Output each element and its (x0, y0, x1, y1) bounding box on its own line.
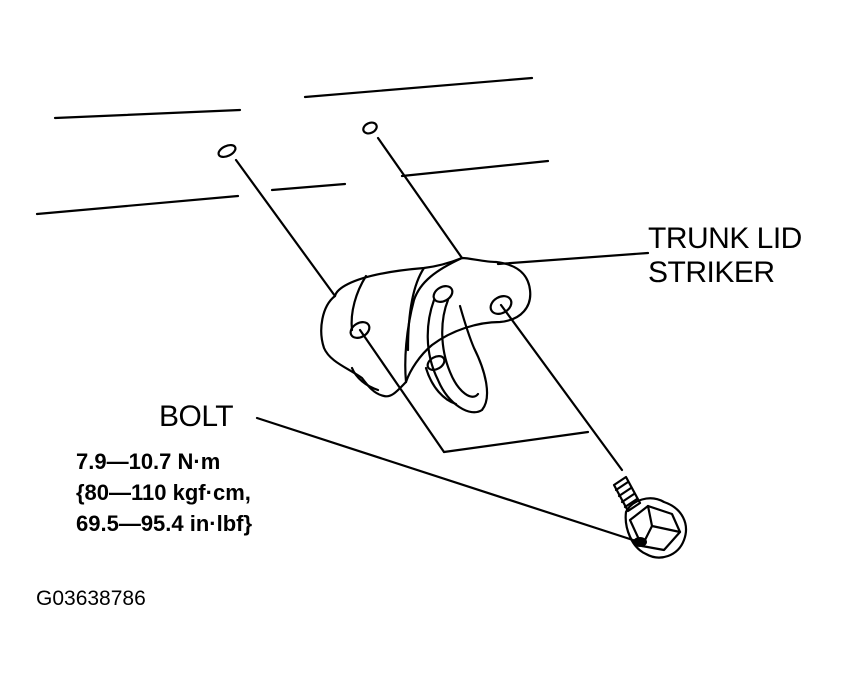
panel-mounting-holes (217, 121, 378, 159)
striker-bracket (320, 256, 532, 398)
torque-spec-kgf: {80—110 kgf·cm, (76, 480, 251, 505)
bolt-leader-line (255, 416, 638, 543)
striker-label-line2: STRIKER (648, 256, 775, 289)
torque-spec-inlbf: 69.5—95.4 in·lbf} (76, 511, 253, 536)
bolt (612, 475, 688, 559)
trunk-lid-panel-lines (35, 76, 550, 216)
bolt-label: BOLT (159, 400, 234, 433)
alignment-lines (234, 136, 464, 298)
torque-spec-nm: 7.9—10.7 N·m (76, 449, 221, 474)
reference-lines (358, 251, 650, 472)
figure-id: G03638786 (36, 587, 146, 610)
striker-label-line1: TRUNK LID (648, 222, 802, 255)
striker-loop (424, 298, 489, 414)
